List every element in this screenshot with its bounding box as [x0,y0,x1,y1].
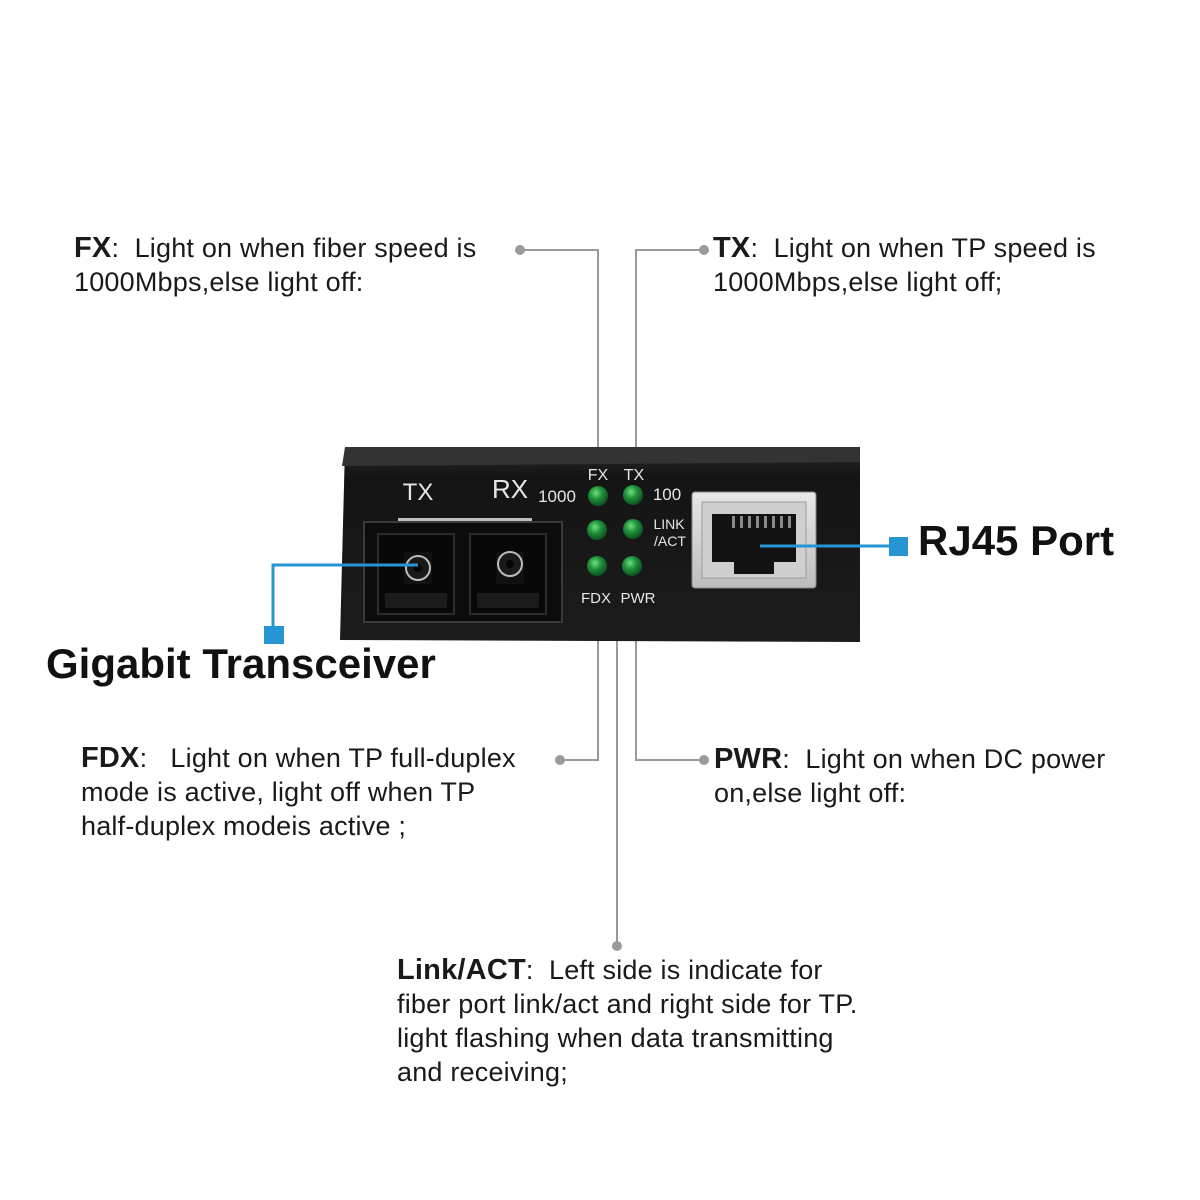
led-label-100: 100 [653,485,681,504]
fdx-leader-dot [555,755,565,765]
fiber-tx-label: TX [403,479,434,506]
fdx-leader [560,602,599,761]
tx-sep: : [750,233,759,263]
pwr-annotation: PWR: Light on when DC power on,else ligh… [714,742,1105,810]
fx-line-2: 1000Mbps,else light off: [74,267,364,297]
fdx-line-2: mode is active, light off when TP [81,777,476,807]
tx-line-1: Light on when TP speed is [773,233,1096,263]
tx-leader-dot [699,245,709,255]
fdx-line-1: Light on when TP full-duplex [170,743,516,773]
led-label-tx: TX [624,467,645,484]
link-line-4: and receiving; [397,1057,568,1087]
led-label-fdx: FDX [581,590,611,607]
transceiver-callout-line [271,563,418,636]
rj45-port-callout: RJ45 Port [918,517,1115,564]
callout-lines [271,544,895,636]
link-leader-dot [612,941,622,951]
link-sep: : [525,955,534,985]
pwr-leader-dot [699,755,709,765]
led-label-act: /ACT [654,533,686,549]
link-line-1: Left side is indicate for [548,955,823,985]
led-link-left [587,520,607,540]
sc-fiber-port [363,521,563,623]
fx-sep: : [111,233,120,263]
rj45-port [691,491,817,589]
gigabit-transceiver-callout: Gigabit Transceiver [46,640,436,687]
pwr-line-1: Light on when DC power [805,744,1106,774]
led-label-1000: 1000 [538,487,576,506]
fx-key: FX [74,232,112,264]
pwr-key: PWR [714,743,783,775]
rj45-callout-marker [889,537,908,556]
pwr-line-2: on,else light off: [714,778,907,808]
fx-line-1: Light on when fiber speed is [134,233,477,263]
tx-line-2: 1000Mbps,else light off; [713,267,1003,297]
fdx-line-3: half-duplex modeis active ; [81,811,407,841]
pwr-leader [635,602,704,761]
link-line-3: light flashing when data transmitting [397,1023,834,1053]
link-key: Link/ACT [397,954,526,986]
tx-annotation: TX: Light on when TP speed is 1000Mbps,e… [713,231,1096,299]
link-line-2: fiber port link/act and right side for T… [397,989,858,1019]
fx-leader-dot [515,245,525,255]
led-link-right [623,519,643,539]
fx-leader [520,249,599,486]
led-fx [588,486,608,506]
led-fdx [587,556,607,576]
link-annotation: Link/ACT: Left side is indicate for fibe… [397,953,858,1089]
led-label-link: LINK [653,516,685,532]
led-pwr [622,556,642,576]
tx-key: TX [713,232,751,264]
fiber-port-label-strip [398,518,532,523]
device-front-panel: TX RX FX TX 1000 100 LINK /ACT FDX PWR [340,447,860,642]
fx-annotation: FX: Light on when fiber speed is 1000Mbp… [74,231,476,299]
led-label-pwr: PWR [621,590,656,607]
tx-leader [635,249,704,486]
fdx-key: FDX [81,742,140,774]
transceiver-callout-marker [264,626,284,644]
fdx-annotation: FDX: Light on when TP full-duplex mode i… [81,741,516,843]
leader-lines [520,249,704,946]
fdx-sep: : [139,743,148,773]
led-tx [623,485,643,505]
pwr-sep: : [782,744,790,774]
led-label-fx: FX [588,467,609,484]
fiber-rx-label: RX [492,474,528,504]
